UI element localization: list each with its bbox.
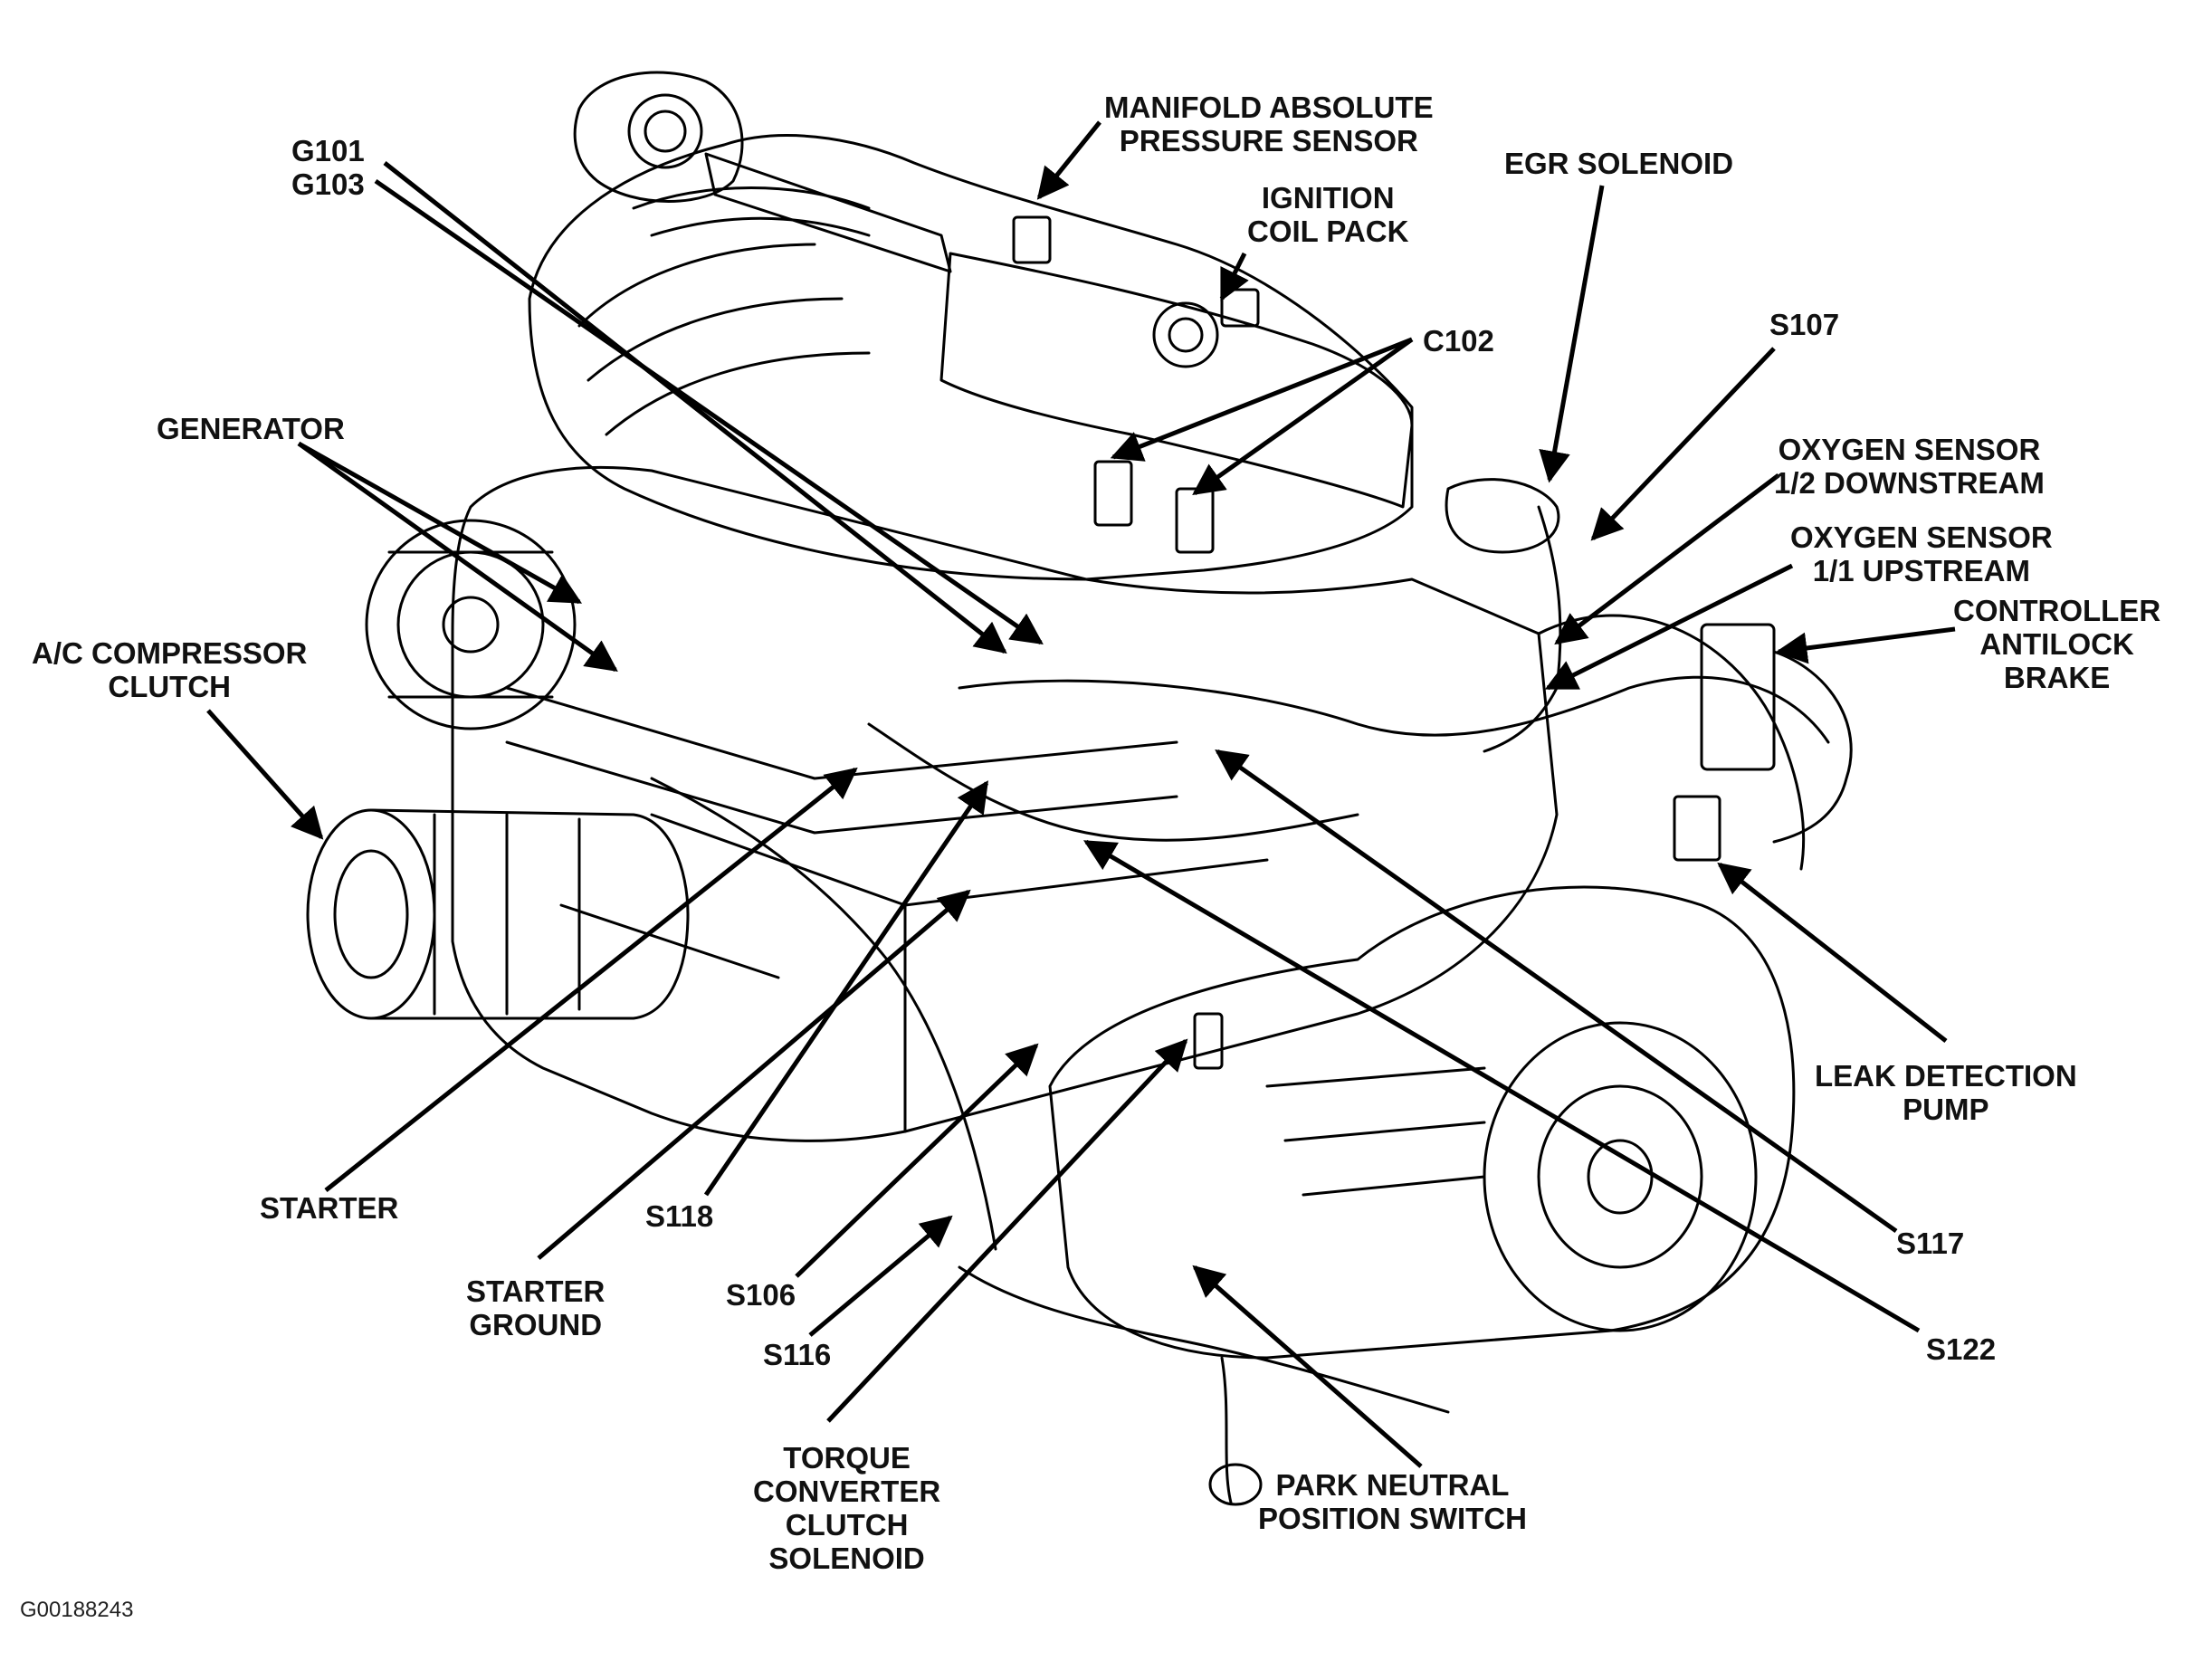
label-ignition-coil: IGNITION COIL PACK xyxy=(1247,181,1408,248)
label-tcc-solenoid-line2: CONVERTER xyxy=(753,1475,941,1508)
label-o2-downstream-line1: OXYGEN SENSOR xyxy=(1778,433,2041,466)
label-pnp-switch-line1: PARK NEUTRAL xyxy=(1275,1468,1510,1502)
label-generator-text: GENERATOR xyxy=(157,412,345,445)
leader-s116 xyxy=(808,1215,953,1337)
leader-g103 xyxy=(374,178,1044,645)
label-o2-downstream: OXYGEN SENSOR 1/2 DOWNSTREAM xyxy=(1774,433,2045,500)
label-ignition-coil-line2: COIL PACK xyxy=(1247,215,1409,248)
leader-egr-solenoid xyxy=(1539,185,1605,483)
leader-tcc-solenoid xyxy=(826,1038,1188,1423)
label-s106-text: S106 xyxy=(726,1278,796,1312)
label-abs-controller-line1: CONTROLLER xyxy=(1953,594,2161,627)
leader-pnp-switch xyxy=(1192,1265,1423,1468)
label-leak-detection: LEAK DETECTION PUMP xyxy=(1815,1059,2077,1126)
leader-c102-b xyxy=(1192,337,1414,496)
leader-starter xyxy=(324,767,858,1192)
leader-generator-b xyxy=(297,441,618,673)
label-leak-detection-line1: LEAK DETECTION xyxy=(1815,1059,2077,1093)
label-starter-ground: STARTER GROUND xyxy=(466,1274,605,1341)
leader-c102-a xyxy=(1110,337,1413,462)
leader-generator-a xyxy=(297,441,583,605)
label-s106: S106 xyxy=(726,1278,796,1312)
label-starter-text: STARTER xyxy=(260,1191,399,1225)
leader-ignition-coil xyxy=(1219,252,1249,302)
label-ac-clutch-line2: CLUTCH xyxy=(108,670,232,703)
label-map-sensor-line2: PRESSURE SENSOR xyxy=(1119,124,1418,158)
label-map-sensor: MANIFOLD ABSOLUTE PRESSURE SENSOR xyxy=(1104,91,1434,158)
leader-s122 xyxy=(1082,839,1921,1333)
throttle-body xyxy=(573,71,744,203)
abs-controller xyxy=(1700,623,1776,771)
engine-block xyxy=(451,465,1559,1142)
label-pnp-switch: PARK NEUTRAL POSITION SWITCH xyxy=(1258,1468,1527,1535)
label-abs-controller-line3: BRAKE xyxy=(2003,661,2111,694)
leader-s107 xyxy=(1590,347,1776,541)
label-generator: GENERATOR xyxy=(157,412,345,445)
intake-manifold xyxy=(528,134,1414,581)
label-egr-solenoid: EGR SOLENOID xyxy=(1504,147,1733,180)
label-starter: STARTER xyxy=(260,1191,398,1225)
label-starter-ground-line1: STARTER xyxy=(466,1274,606,1308)
wiring-harness xyxy=(958,675,1830,744)
label-tcc-solenoid-line4: SOLENOID xyxy=(768,1542,925,1575)
label-s107-text: S107 xyxy=(1769,308,1840,341)
label-tcc-solenoid-line1: TORQUE xyxy=(783,1441,911,1475)
label-s122: S122 xyxy=(1926,1332,1996,1366)
ac-compressor-body xyxy=(369,808,690,1020)
leader-starter-ground xyxy=(537,889,971,1260)
leader-s106 xyxy=(795,1043,1039,1278)
leader-s117 xyxy=(1215,749,1898,1234)
leader-leak-detection xyxy=(1717,862,1948,1043)
generator-body xyxy=(365,519,577,730)
label-s117: S117 xyxy=(1896,1227,1964,1260)
torque-converter-housing xyxy=(1483,1021,1758,1332)
label-ac-clutch: A/C COMPRESSOR CLUTCH xyxy=(32,636,307,703)
label-s118-text: S118 xyxy=(645,1199,714,1233)
label-s116: S116 xyxy=(763,1338,831,1371)
label-g101-text: G101 xyxy=(291,134,365,167)
label-pnp-switch-line2: POSITION SWITCH xyxy=(1258,1502,1527,1535)
leader-o2-upstream xyxy=(1544,563,1794,691)
label-leak-detection-line2: PUMP xyxy=(1903,1093,1989,1126)
label-tcc-solenoid: TORQUE CONVERTER CLUTCH SOLENOID xyxy=(753,1441,940,1575)
label-abs-controller-line2: ANTILOCK xyxy=(1979,627,2134,661)
label-g101: G101 G103 xyxy=(291,134,365,201)
label-map-sensor-line1: MANIFOLD ABSOLUTE xyxy=(1104,91,1434,124)
label-egr-solenoid-text: EGR SOLENOID xyxy=(1504,147,1734,180)
label-ignition-coil-line1: IGNITION xyxy=(1261,181,1395,215)
label-s107: S107 xyxy=(1769,308,1839,341)
valve-cover xyxy=(939,252,1414,509)
label-o2-downstream-line2: 1/2 DOWNSTREAM xyxy=(1774,466,2045,500)
label-starter-ground-line2: GROUND xyxy=(469,1308,603,1341)
exhaust-pipe xyxy=(1537,614,1806,871)
leader-g101 xyxy=(383,161,1007,654)
label-s117-text: S117 xyxy=(1896,1227,1965,1260)
figure-id: G00188243 xyxy=(20,1598,134,1622)
label-s118: S118 xyxy=(645,1199,713,1233)
transaxle-case xyxy=(1048,885,1796,1360)
leader-ac-clutch xyxy=(206,709,324,840)
label-o2-upstream-line1: OXYGEN SENSOR xyxy=(1790,520,2053,554)
label-c102: C102 xyxy=(1423,324,1494,358)
label-tcc-solenoid-line3: CLUTCH xyxy=(785,1508,909,1542)
label-g103-text: G103 xyxy=(291,167,365,201)
label-s116-text: S116 xyxy=(763,1338,832,1371)
ac-compressor-pulley xyxy=(306,808,436,1020)
label-o2-upstream-line2: 1/1 UPSTREAM xyxy=(1812,554,2030,587)
label-s122-text: S122 xyxy=(1926,1332,1997,1366)
leader-o2-downstream xyxy=(1554,473,1780,645)
leader-abs-controller xyxy=(1775,626,1956,664)
label-c102-text: C102 xyxy=(1423,324,1494,358)
label-ac-clutch-line1: A/C COMPRESSOR xyxy=(32,636,308,670)
leader-map-sensor xyxy=(1036,120,1102,200)
label-abs-controller: CONTROLLER ANTILOCK BRAKE xyxy=(1953,594,2160,694)
leader-s118 xyxy=(703,780,989,1197)
label-o2-upstream: OXYGEN SENSOR 1/1 UPSTREAM xyxy=(1790,520,2053,587)
